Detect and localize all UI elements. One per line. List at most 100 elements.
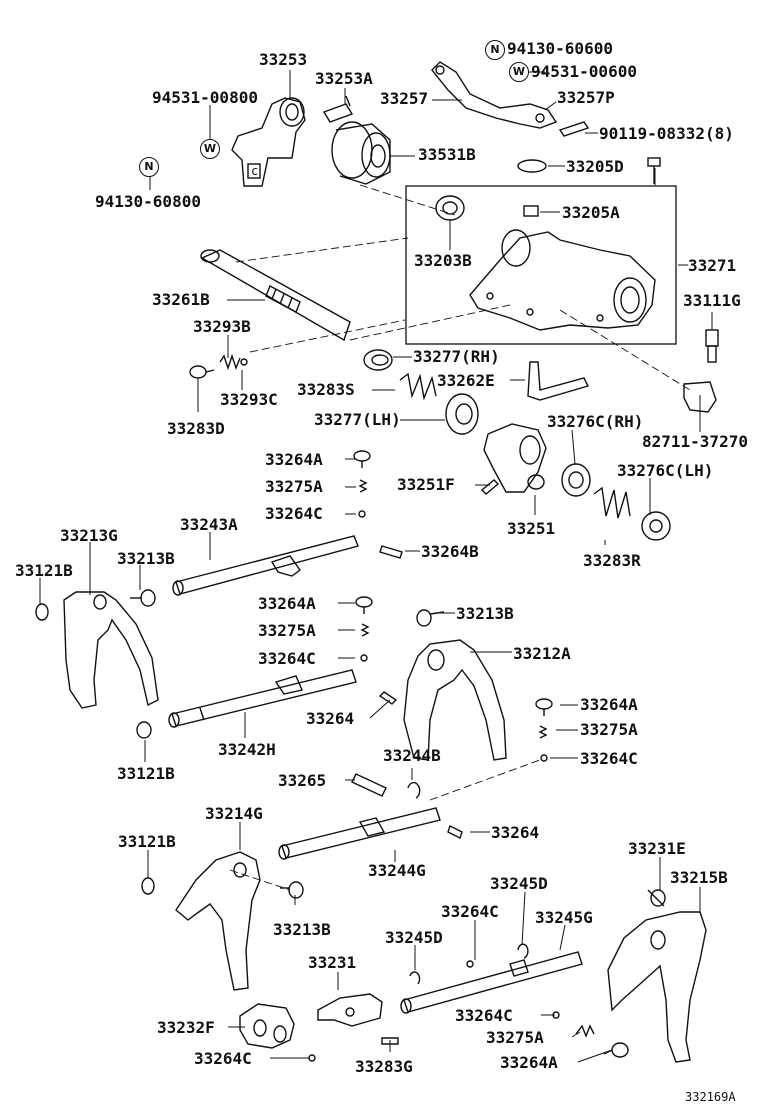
label-33213g: 33213G <box>60 526 118 545</box>
fork-33215b <box>607 911 707 1063</box>
label-33203b: 33203B <box>414 251 472 270</box>
label-33257p: 33257P <box>557 88 615 107</box>
seal-33276c-lh <box>641 511 671 541</box>
housing-33251 <box>483 423 547 493</box>
ball-33264c-6 <box>552 1011 560 1019</box>
block-33232f <box>239 1003 295 1049</box>
label-33264b: 33264B <box>421 542 479 561</box>
label-33293b: 33293B <box>193 317 251 336</box>
label-33213b-2: 33213B <box>456 604 514 623</box>
label-33276c-lh: 33276C(LH) <box>617 461 714 480</box>
pin-33264b <box>379 545 403 559</box>
bolt-33264a-1 <box>353 450 371 468</box>
w-symbol-1: W <box>509 62 529 82</box>
bolt-90119 <box>647 157 661 184</box>
ball-33293c <box>240 358 248 366</box>
ball-33264c-5 <box>308 1054 316 1062</box>
label-94130-60800: 94130-60800 <box>95 192 201 211</box>
label-33121b-1: 33121B <box>15 561 73 580</box>
switch-33111g <box>705 329 719 363</box>
label-33253a: 33253A <box>315 69 373 88</box>
nut-33205a <box>523 205 539 217</box>
bolt-33264a-4 <box>603 1042 629 1058</box>
label-33283g: 33283G <box>355 1057 413 1076</box>
label-33232f: 33232F <box>157 1018 215 1037</box>
bushing-33277-rh <box>363 349 393 371</box>
label-33205d: 33205D <box>566 157 624 176</box>
leader-lines <box>39 48 713 1063</box>
nut-33205d <box>517 159 547 173</box>
label-33264c-4: 33264C <box>441 902 499 921</box>
label-33531b: 33531B <box>418 145 476 164</box>
label-33283r: 33283R <box>583 551 641 570</box>
plug-33283d <box>189 365 215 379</box>
label-33244b: 33244B <box>383 746 441 765</box>
bracket-33253 <box>231 97 306 187</box>
bolt-33213b-1 <box>130 589 156 607</box>
label-94531-00600: 94531-00600 <box>531 62 637 81</box>
label-94531-00800: 94531-00800 <box>152 88 258 107</box>
label-33264a-3: 33264A <box>580 695 638 714</box>
label-33111g: 33111G <box>683 291 741 310</box>
ball-33264c-2 <box>360 654 368 662</box>
ball-33264c-3 <box>540 754 548 762</box>
label-33264c-6: 33264C <box>455 1006 513 1025</box>
label-94130-60600: 94130-60600 <box>507 39 613 58</box>
bolt-33264a-2 <box>355 596 373 614</box>
bushing-33121b-2 <box>136 721 152 739</box>
label-33251: 33251 <box>507 519 556 538</box>
label-33231e: 33231E <box>628 839 686 858</box>
label-33264a-4: 33264A <box>500 1053 558 1072</box>
spring-33283s <box>399 372 437 401</box>
n-symbol-1: N <box>485 40 505 60</box>
clip-33244b <box>407 781 421 799</box>
pin-33264-1 <box>378 691 398 705</box>
rail-33245g <box>400 951 583 1014</box>
pin-33283g <box>381 1037 399 1045</box>
label-33275a-2: 33275A <box>258 621 316 640</box>
label-82711-37270: 82711-37270 <box>642 432 748 451</box>
label-33243a: 33243A <box>180 515 238 534</box>
label-33264-2: 33264 <box>491 823 540 842</box>
w-symbol-2: W <box>200 139 220 159</box>
label-33257: 33257 <box>380 89 429 108</box>
bushing-33121b-1 <box>35 603 49 621</box>
seal-33203b <box>435 195 465 221</box>
label-33277-lh: 33277(LH) <box>314 410 401 429</box>
fork-33214g <box>175 851 261 991</box>
label-33121b-2: 33121B <box>117 764 175 783</box>
spring-33275a-2 <box>360 623 370 637</box>
pin-33264-2 <box>447 825 463 839</box>
label-33275a-1: 33275A <box>265 477 323 496</box>
spring-33283r <box>593 486 631 519</box>
connector-82711 <box>683 381 717 413</box>
fork-33213g <box>63 591 159 709</box>
label-33215b: 33215B <box>670 868 728 887</box>
boot-33531b <box>331 121 391 185</box>
pin-33257p <box>558 121 590 137</box>
label-33213b-1: 33213B <box>117 549 175 568</box>
label-33275a-3: 33275A <box>580 720 638 739</box>
spring-33275a-3 <box>538 725 548 739</box>
bushing-33121b-3 <box>141 877 155 895</box>
bushing-33277-lh <box>445 393 479 435</box>
c-mark: c <box>251 164 259 178</box>
seal-33276c-rh <box>561 463 591 497</box>
label-33283d: 33283D <box>167 419 225 438</box>
lever-33257 <box>431 61 558 129</box>
label-33213b-3: 33213B <box>273 920 331 939</box>
clip-33245d-1 <box>517 943 529 959</box>
label-90119: 90119-08332(8) <box>599 124 734 143</box>
pin-33265 <box>351 773 387 797</box>
label-33277-rh: 33277(RH) <box>413 347 500 366</box>
clip-33245d-2 <box>409 971 421 985</box>
label-33275a-4: 33275A <box>486 1028 544 1047</box>
label-33261b: 33261B <box>152 290 210 309</box>
label-33262e: 33262E <box>437 371 495 390</box>
bolt-33231e <box>647 889 666 907</box>
spring-33275a-4 <box>575 1024 595 1038</box>
rail-33244g <box>278 807 441 860</box>
label-33264a-1: 33264A <box>265 450 323 469</box>
